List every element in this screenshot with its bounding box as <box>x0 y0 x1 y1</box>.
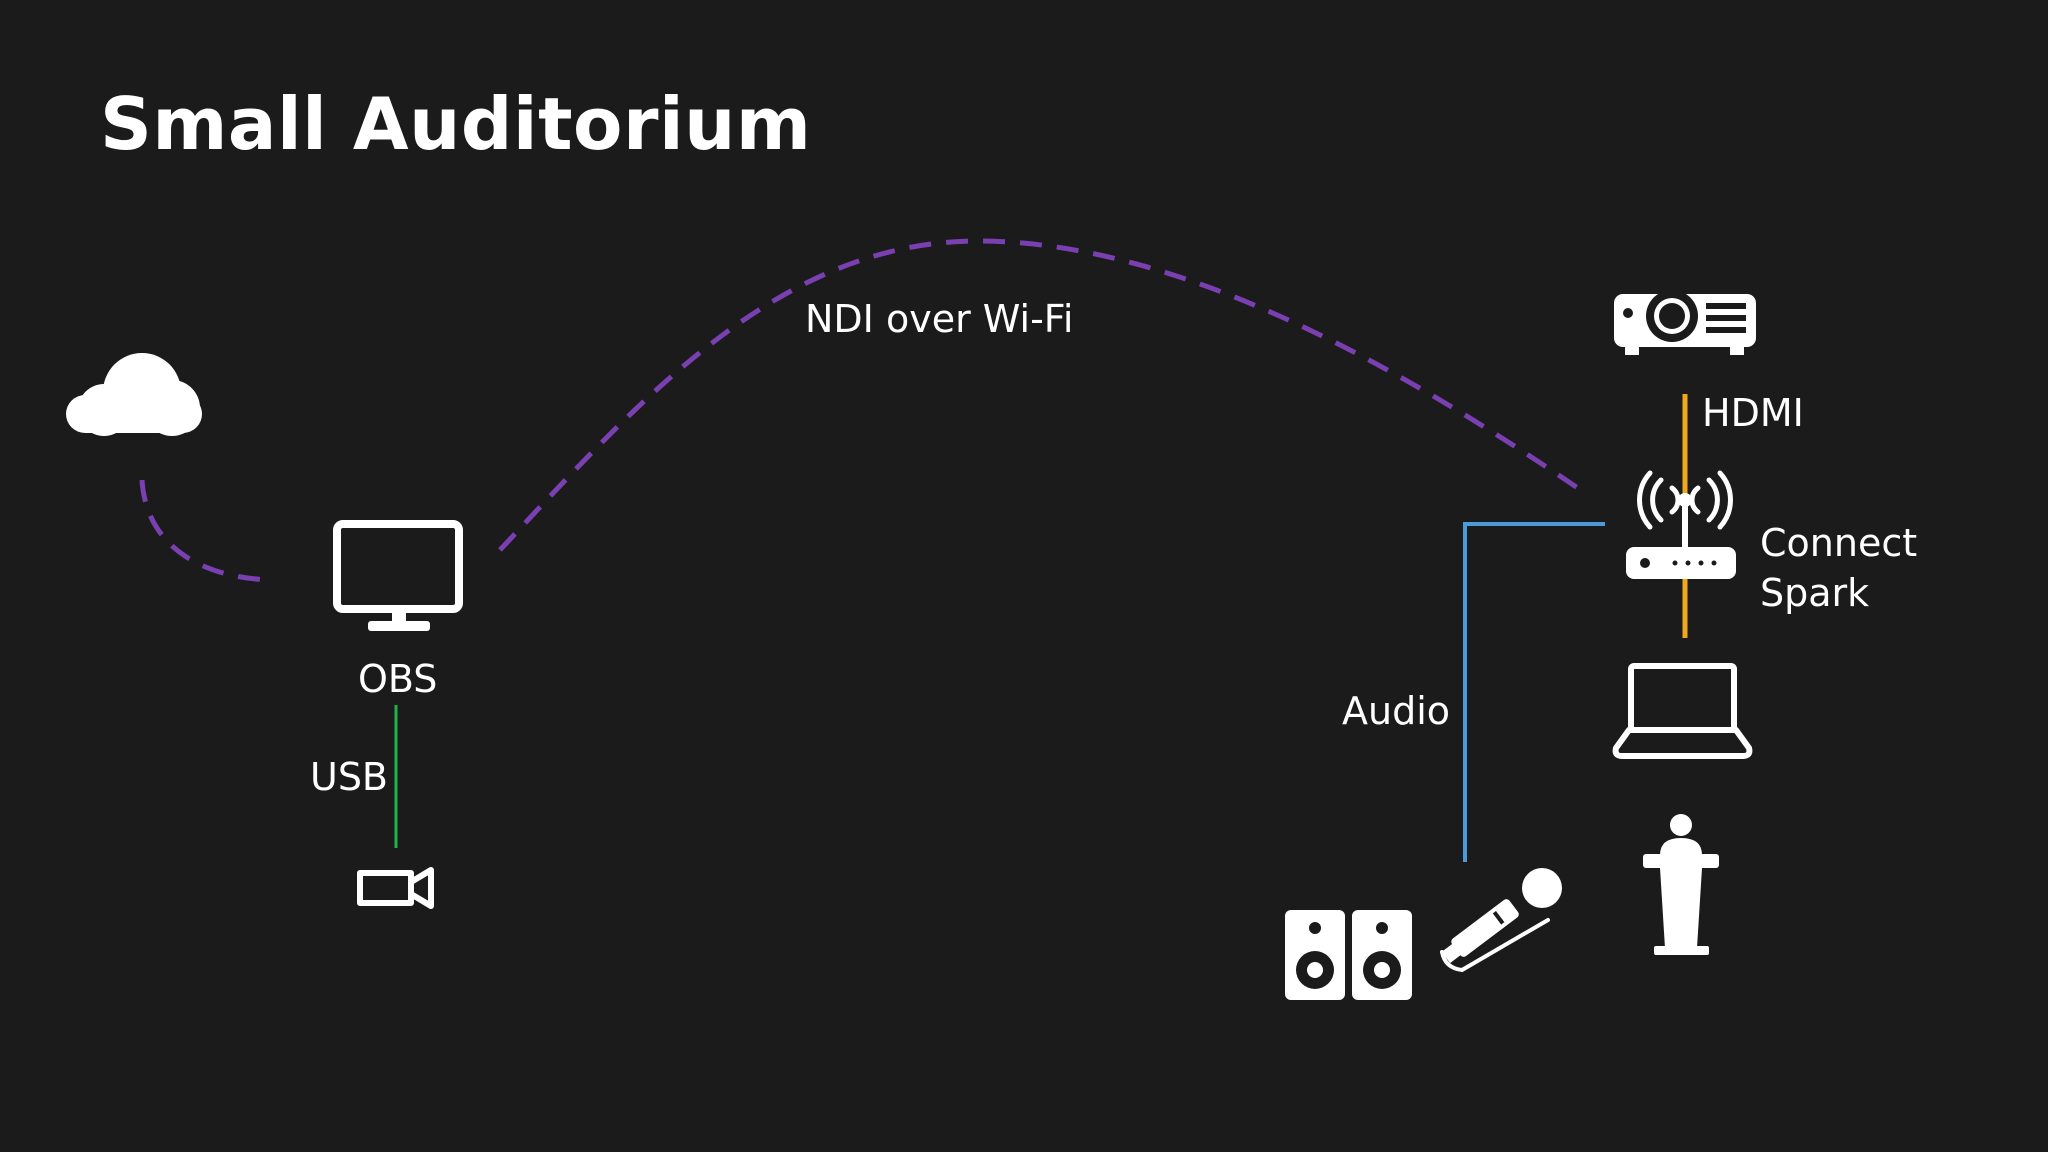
connect-spark-label-line1: Connect <box>1760 521 1918 565</box>
podium-icon <box>1643 814 1719 955</box>
ndi-wifi-label: NDI over Wi-Fi <box>805 297 1074 341</box>
hdmi-label: HDMI <box>1702 391 1804 435</box>
slide-title: Small Auditorium <box>100 82 812 166</box>
ndi-wifi-link <box>498 238 1590 552</box>
microphone-icon <box>1440 868 1562 973</box>
projector-icon <box>1614 290 1756 355</box>
usb-label: USB <box>310 755 389 799</box>
obs-label: OBS <box>358 657 438 701</box>
audio-link <box>1463 522 1605 862</box>
speaker-icon <box>1285 910 1412 1000</box>
laptop-icon <box>1612 663 1753 759</box>
camera-icon <box>357 867 434 909</box>
connect-spark-label-line2: Spark <box>1760 571 1870 615</box>
cloud-icon <box>66 353 202 436</box>
audio-label: Audio <box>1342 689 1451 733</box>
wireless-router-icon <box>1626 470 1736 579</box>
cloud-to-obs-link <box>139 479 273 583</box>
monitor-icon <box>333 520 463 631</box>
